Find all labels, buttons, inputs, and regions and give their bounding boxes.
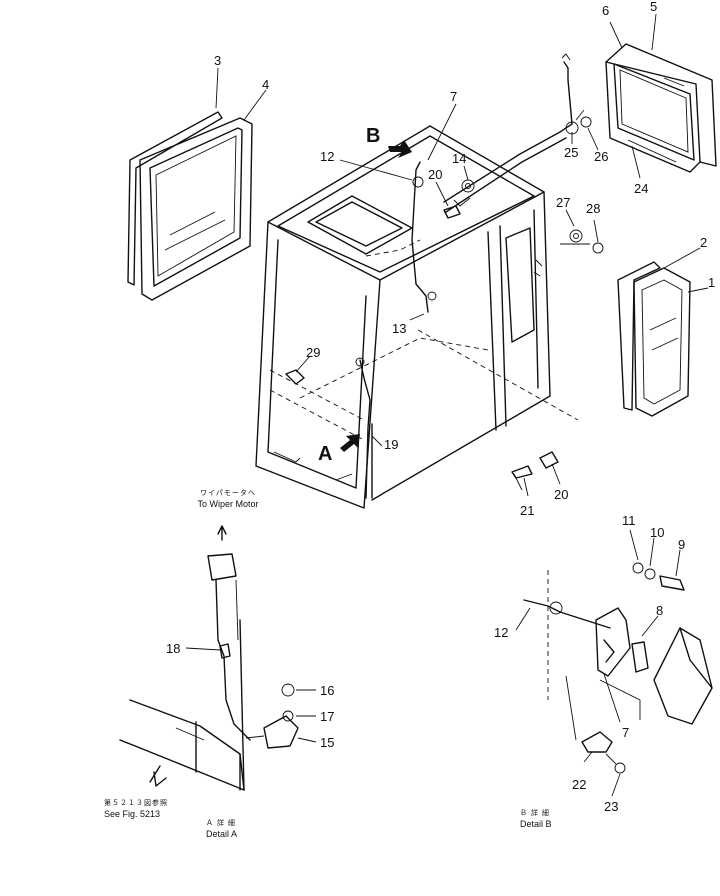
callout-16: 16 <box>320 683 335 698</box>
callout-10: 10 <box>650 525 665 540</box>
callout-1: 1 <box>708 275 716 290</box>
callout-3: 3 <box>214 53 222 68</box>
view-arrow-a <box>340 434 360 452</box>
callout-23: 23 <box>604 799 619 814</box>
caption-see-fig-en: See Fig. 5213 <box>104 808 161 819</box>
callout-20-bottom: 20 <box>554 487 569 502</box>
callout-12: 12 <box>320 149 335 164</box>
caption-detail-a-jp: Ａ 詳 細 <box>206 820 236 827</box>
callout-29: 29 <box>306 345 321 360</box>
callout-25: 25 <box>564 145 579 160</box>
window-glass-right-top <box>605 43 717 173</box>
caption-detail-b-en: Detail B <box>520 818 552 829</box>
wiring-harness <box>285 161 437 499</box>
callout-15: 15 <box>320 735 335 750</box>
caption-see-fig: 第５２１３図参照 See Fig. 5213 <box>104 800 168 820</box>
callout-5: 5 <box>650 0 658 14</box>
callout-13: 13 <box>392 321 407 336</box>
caption-wiper-en: To Wiper Motor <box>197 498 259 509</box>
callout-12-detail-b: 12 <box>494 625 509 640</box>
callout-19: 19 <box>384 437 399 452</box>
callout-7: 7 <box>450 89 458 104</box>
callout-28: 28 <box>586 201 601 216</box>
detail-b-drawing <box>523 562 713 774</box>
view-marker-a: A <box>318 443 333 465</box>
view-marker-b: B <box>366 125 381 147</box>
lower-fasteners <box>511 451 559 491</box>
callout-26: 26 <box>594 149 609 164</box>
caption-to-wiper-motor: ワイパモータへ To Wiper Motor <box>188 490 268 510</box>
callout-6: 6 <box>602 3 610 18</box>
callout-18: 18 <box>166 641 181 656</box>
leader-lines <box>185 13 709 797</box>
window-glass-right-side <box>617 261 691 417</box>
callout-14: 14 <box>452 151 467 166</box>
caption-wiper-jp: ワイパモータへ <box>200 490 256 497</box>
callout-22: 22 <box>572 777 587 792</box>
callout-11: 11 <box>622 513 636 528</box>
callout-17: 17 <box>320 709 335 724</box>
caption-detail-a: Ａ 詳 細 Detail A <box>206 820 237 840</box>
callout-21: 21 <box>520 503 535 518</box>
cab-frame <box>255 125 579 509</box>
callout-24: 24 <box>634 181 649 196</box>
window-glass-left <box>127 111 253 301</box>
callout-7-detail-b: 7 <box>622 725 630 740</box>
callout-9: 9 <box>678 537 686 552</box>
callout-8: 8 <box>656 603 664 618</box>
caption-see-fig-jp: 第５２１３図参照 <box>104 800 168 807</box>
caption-detail-b-jp: Ｂ 詳 細 <box>520 810 550 817</box>
callout-20-top: 20 <box>428 167 443 182</box>
callout-27: 27 <box>556 195 571 210</box>
detail-a-drawing <box>119 525 299 791</box>
wiper-assembly <box>443 53 604 254</box>
caption-detail-a-en: Detail A <box>206 828 238 839</box>
caption-detail-b: Ｂ 詳 細 Detail B <box>520 810 552 830</box>
callout-2: 2 <box>700 235 708 250</box>
callout-4: 4 <box>262 77 270 92</box>
view-arrow-b <box>388 140 412 158</box>
